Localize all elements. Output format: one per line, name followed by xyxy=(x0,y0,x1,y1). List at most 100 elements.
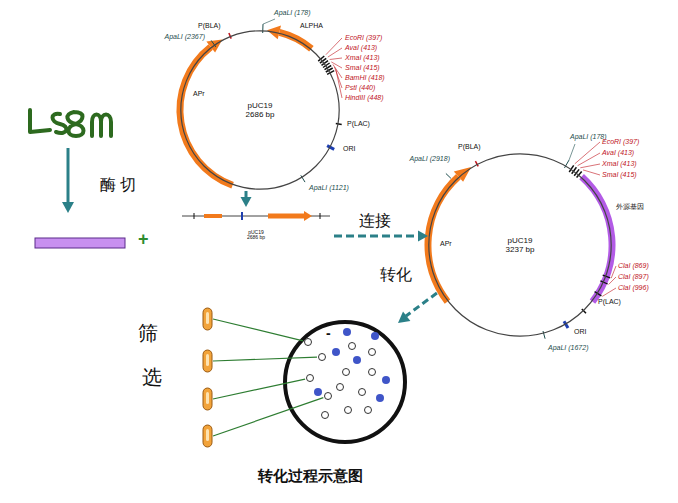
linear-plasmid: pUC192686 bp xyxy=(180,208,332,242)
culture-tube xyxy=(203,350,212,372)
leader-line xyxy=(580,164,600,168)
white-colony xyxy=(325,393,332,400)
process-arrow xyxy=(67,148,70,203)
plasmid-name: pUC19 xyxy=(508,236,533,245)
blue-colony xyxy=(353,356,361,364)
plasmid-name: 2686 bp xyxy=(247,235,265,241)
gene-head xyxy=(304,211,312,221)
feature-label: ORI xyxy=(343,145,355,153)
pick-line xyxy=(213,398,323,436)
gene-label: APr xyxy=(193,90,205,98)
site-label: ApaLI (1672) xyxy=(548,344,588,352)
feature-label: ORI xyxy=(574,328,586,336)
step-label: - xyxy=(326,326,331,341)
leader-line xyxy=(263,19,275,24)
arrow-head xyxy=(241,197,252,207)
tube-shine xyxy=(206,354,209,366)
blue-colony xyxy=(371,332,379,340)
blue-colony xyxy=(332,348,340,356)
pick-line xyxy=(213,379,305,399)
pick-line xyxy=(213,319,303,341)
site-label: ApaLI (178) xyxy=(274,9,311,17)
blue-colony xyxy=(376,394,384,402)
feature-label: P(LAC) xyxy=(347,120,370,128)
plasmid-circle: pUC192686 bp xyxy=(180,30,340,190)
site-label: ApaLI (1121) xyxy=(309,184,349,192)
gene-label: ALPHA xyxy=(300,22,323,30)
white-colony xyxy=(345,407,352,414)
feature-label: P(LAC) xyxy=(598,298,621,306)
site-tick xyxy=(194,213,195,219)
site-label: XmaI (413) xyxy=(345,54,380,62)
tube-shine xyxy=(206,392,209,404)
site-label: SmaI (415) xyxy=(602,171,637,179)
leader-line xyxy=(326,38,342,55)
arrow-head xyxy=(62,202,74,213)
edge-label: 连接 xyxy=(358,212,392,230)
gene-segment xyxy=(268,214,304,219)
leader-line xyxy=(602,288,616,296)
white-colony xyxy=(369,369,376,376)
site-label: EcoRI (397) xyxy=(345,34,382,42)
site-label: ClaI (897) xyxy=(618,273,649,281)
pick-line xyxy=(213,357,317,361)
site-tick xyxy=(320,213,321,219)
gene-fragment xyxy=(35,238,125,248)
plasmid-ring xyxy=(429,154,611,336)
process-arrow xyxy=(334,231,428,242)
transform-arrow xyxy=(406,293,437,316)
plasmid-circle: pUC193237 bp xyxy=(428,153,612,337)
white-colony xyxy=(305,339,312,346)
site-label: EcoRI (397) xyxy=(602,138,639,146)
culture-tube xyxy=(203,425,212,447)
leader-line xyxy=(609,277,616,285)
culture-tube xyxy=(203,388,212,410)
step-label: 转化 xyxy=(380,266,412,284)
white-colony xyxy=(322,412,329,419)
step-label: + xyxy=(138,230,149,250)
site-label: HindIII (448) xyxy=(345,94,384,102)
white-colony xyxy=(365,407,372,414)
white-colony xyxy=(369,349,376,356)
tube-shine xyxy=(206,429,209,441)
feature-label: 外源基因 xyxy=(616,203,644,211)
site-label: BamHI (418) xyxy=(345,74,385,82)
step-label: 酶 切 xyxy=(100,176,136,194)
arrow-head xyxy=(398,312,410,324)
blue-colony xyxy=(314,388,322,396)
leader-line xyxy=(336,70,342,98)
process-arrow xyxy=(241,191,252,207)
dna-strand xyxy=(30,110,111,136)
site-label: ApaLI (2367) xyxy=(165,33,205,41)
site-tick xyxy=(262,24,263,33)
origin-tick xyxy=(241,212,243,220)
gene-segment xyxy=(204,214,222,218)
white-colony xyxy=(343,369,350,376)
leader-line xyxy=(569,144,575,160)
plasmid-name: 3237 bp xyxy=(506,245,535,254)
promoter-label: P(BLA) xyxy=(198,22,221,30)
leader-line xyxy=(578,153,600,166)
culture-tube xyxy=(203,308,212,330)
ampicillin-gene-arc xyxy=(180,47,233,185)
site-tick xyxy=(446,174,451,179)
leader-line xyxy=(331,62,342,68)
site-label: AvaI (413) xyxy=(602,149,634,157)
step-label: 选 xyxy=(142,366,162,388)
plasmid-ring xyxy=(181,31,339,189)
plasmid-name: 2686 bp xyxy=(246,110,275,119)
site-label: AvaI (413) xyxy=(345,44,377,52)
white-colony xyxy=(337,384,344,391)
plasmid-name: pUC19 xyxy=(248,101,273,110)
blue-colony xyxy=(382,376,390,384)
leader-line xyxy=(575,142,600,164)
arrow-head xyxy=(418,231,428,242)
promoter-tick xyxy=(336,123,342,124)
blue-colony xyxy=(343,328,351,336)
white-colony xyxy=(307,375,314,382)
connector-line xyxy=(334,235,420,238)
site-label: ClaI (996) xyxy=(618,284,649,292)
white-colony xyxy=(349,343,356,350)
leader-line xyxy=(330,58,342,60)
